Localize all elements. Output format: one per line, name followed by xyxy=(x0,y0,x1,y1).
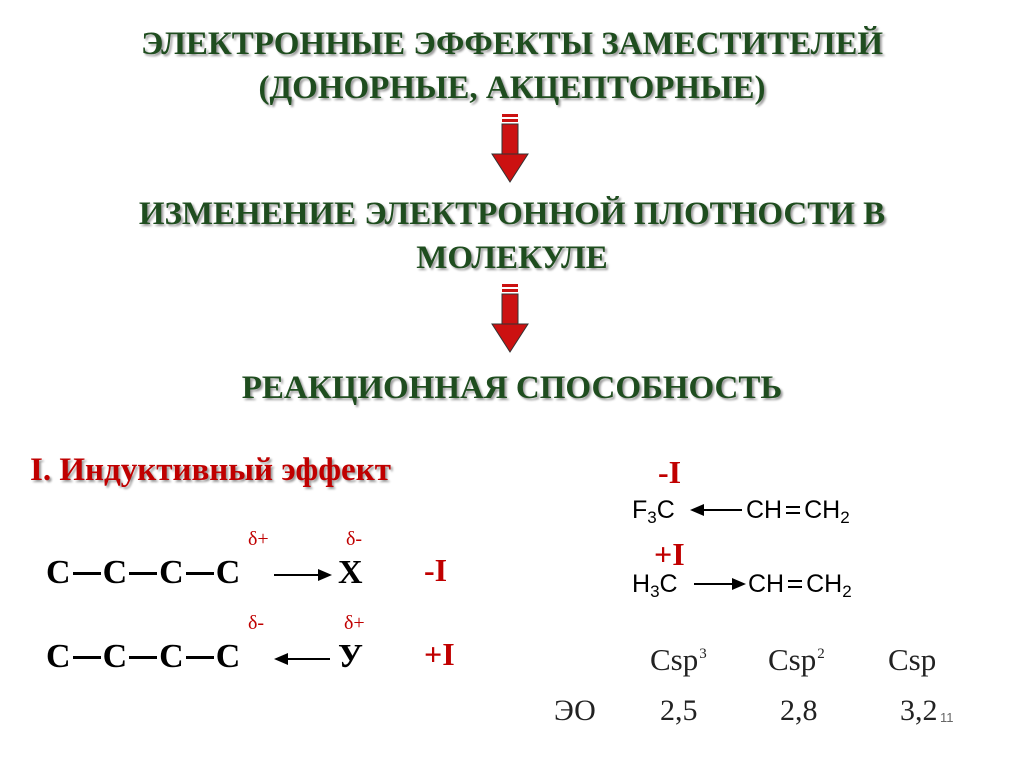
formula-f3c: F3C xyxy=(632,496,675,527)
heading-electronic-effects: ЭЛЕКТРОННЫЕ ЭФФЕКТЫ ЗАМЕСТИТЕЛЕЙ xyxy=(140,26,884,62)
heading-donor-acceptor: (ДОНОРНЫЕ, АКЦЕПТОРНЫЕ) xyxy=(258,70,766,106)
carbon-atom: C xyxy=(102,554,128,591)
delta-plus-label: δ+ xyxy=(248,528,269,550)
carbon-atom: C xyxy=(46,638,71,675)
single-bond xyxy=(185,571,214,575)
down-arrow-icon xyxy=(491,114,529,183)
single-bond xyxy=(129,655,158,659)
delta-minus-label: δ- xyxy=(346,528,363,550)
arrow-right-icon xyxy=(694,578,746,590)
substituent-x: X xyxy=(338,554,363,591)
formula-h3c: H3C xyxy=(632,570,678,601)
electronegativity-value: 3,2 xyxy=(900,694,938,727)
delta-minus-label: δ- xyxy=(248,612,265,634)
electronegativity-value: 2,8 xyxy=(780,694,818,727)
heading-reactivity: РЕАКЦИОННАЯ СПОСОБНОСТЬ xyxy=(241,370,783,406)
electronegativity-value: 2,5 xyxy=(660,694,698,727)
carbon-atom: C xyxy=(215,638,241,675)
single-bond xyxy=(72,571,101,575)
hybridization-sp3: Csp3 xyxy=(650,642,707,677)
electronegativity-label: ЭО xyxy=(554,694,596,727)
carbon-atom: C xyxy=(46,554,71,591)
carbon-atom: C xyxy=(102,638,128,675)
double-bond xyxy=(788,580,803,589)
section-title-inductive-effect: I. Индуктивный эффект xyxy=(30,452,391,488)
heading-density-change: ИЗМЕНЕНИЕ ЭЛЕКТРОННОЙ ПЛОТНОСТИ В xyxy=(138,196,886,232)
arrow-right-icon xyxy=(274,569,332,581)
arrow-left-icon xyxy=(690,504,742,516)
effect-plus-i: +I xyxy=(424,636,455,672)
effect-minus-i: -I xyxy=(424,552,448,588)
substituent-y: У xyxy=(338,638,363,675)
hybridization-sp2: Csp2 xyxy=(768,642,825,677)
heading-molecule: МОЛЕКУЛЕ xyxy=(416,240,608,276)
single-bond xyxy=(129,571,158,575)
single-bond xyxy=(185,655,214,659)
double-bond xyxy=(786,506,801,515)
carbon-atom: C xyxy=(159,554,184,591)
down-arrow-icon xyxy=(491,284,529,353)
example2-effect-label: +I xyxy=(654,536,685,572)
carbon-atom: C xyxy=(215,554,241,591)
slide-number: 11 xyxy=(940,710,954,725)
example1-effect-label: -I xyxy=(658,454,682,490)
carbon-atom: C xyxy=(159,638,184,675)
arrow-left-icon xyxy=(274,653,330,665)
hybridization-sp: Csp xyxy=(888,642,937,677)
single-bond xyxy=(72,655,101,659)
delta-plus-label: δ+ xyxy=(344,612,365,634)
